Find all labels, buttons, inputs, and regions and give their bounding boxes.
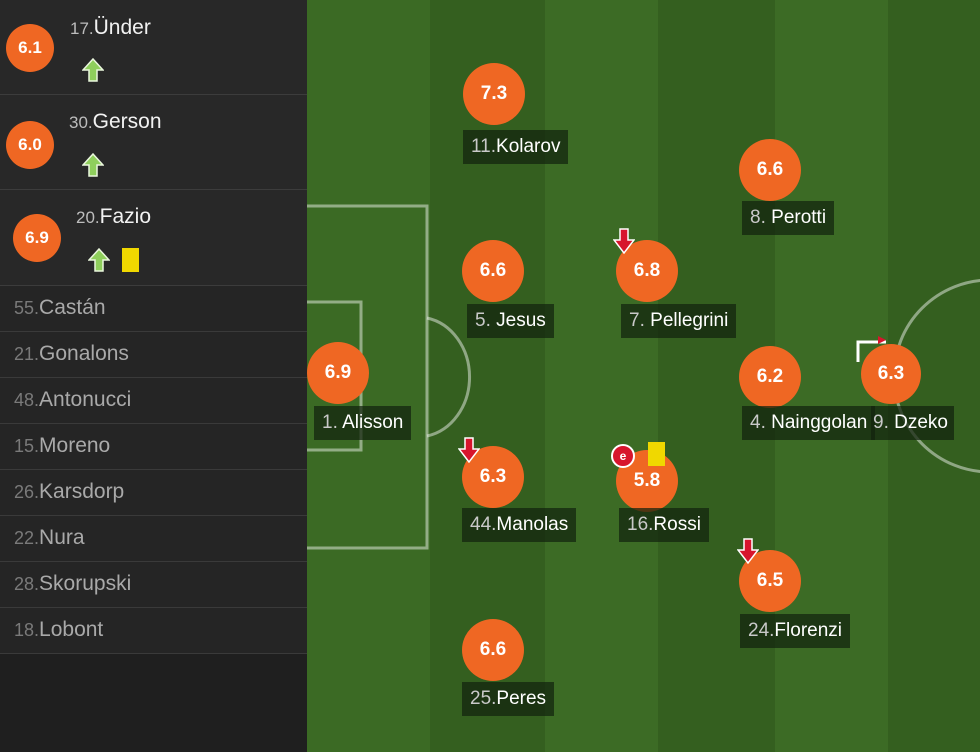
player-name: Perotti — [771, 207, 827, 228]
player-name: Skorupski — [39, 572, 132, 595]
down-arrow-icon — [613, 228, 635, 254]
substitute-row[interactable]: 6.0 30.Gerson — [0, 95, 307, 190]
player-number: 48. — [14, 390, 40, 410]
player-number: 30. — [69, 113, 93, 132]
player-rating-badge: 6.2 — [739, 346, 801, 408]
bench-row[interactable]: 18.Lobont — [0, 608, 307, 654]
player-name: Rossi — [653, 514, 701, 535]
player-rating-badge: 6.0 — [6, 121, 54, 169]
player-name: Gerson — [92, 110, 162, 133]
player-name: Manolas — [496, 514, 569, 535]
player-number: 1. — [322, 412, 338, 433]
player-number: 28. — [14, 574, 40, 594]
player-number: 21. — [14, 344, 40, 364]
own-goal-icon: e — [611, 444, 635, 468]
down-arrow-icon — [737, 538, 759, 564]
player-name: Castán — [39, 296, 106, 319]
up-arrow-icon — [82, 153, 104, 177]
player-number: 26. — [14, 482, 40, 502]
player-name: Kolarov — [496, 136, 561, 157]
player-rating-badge: 7.3 — [463, 63, 525, 125]
player-number: 15. — [14, 436, 40, 456]
substitute-row[interactable]: 6.9 20.Fazio — [0, 190, 307, 286]
bench-row[interactable]: 55.Castán — [0, 286, 307, 332]
corner-flag-icon — [856, 336, 886, 362]
player-number: 25. — [470, 688, 497, 709]
player-number: 22. — [14, 528, 40, 548]
player-name: Nainggolan — [771, 412, 868, 433]
player-name: Alisson — [342, 412, 404, 433]
player-name: Gonalons — [39, 342, 129, 365]
player-name: Florenzi — [774, 620, 842, 641]
player-number: 8. — [750, 207, 766, 228]
player-number: 20. — [76, 208, 100, 227]
substitute-row[interactable]: 6.1 17.Ünder — [0, 0, 307, 95]
player-number: 16. — [627, 514, 654, 535]
player-name: Dzeko — [894, 412, 948, 433]
up-arrow-icon — [82, 58, 104, 82]
player-number: 4. — [750, 412, 766, 433]
player-rating-badge: 6.9 — [13, 214, 61, 262]
player-number: 11. — [471, 136, 497, 157]
player-name: Lobont — [39, 618, 104, 641]
substitutes-panel: 6.1 17.Ünder 6.0 30.Gerson 6.9 20.Fazio … — [0, 0, 307, 752]
player-rating-badge: 6.6 — [462, 619, 524, 681]
player-rating-badge: 6.9 — [307, 342, 369, 404]
player-number: 55. — [14, 298, 40, 318]
player-name: Jesus — [496, 310, 546, 331]
player-number: 7. — [629, 310, 645, 331]
player-name: Moreno — [39, 434, 111, 457]
player-rating-badge: 6.6 — [739, 139, 801, 201]
player-name: Nura — [39, 526, 85, 549]
bench-row[interactable]: 15.Moreno — [0, 424, 307, 470]
player-name: Fazio — [99, 205, 151, 228]
bench-row[interactable]: 22.Nura — [0, 516, 307, 562]
player-rating-badge: 6.1 — [6, 24, 54, 72]
player-number: 24. — [748, 620, 775, 641]
bench-row[interactable]: 48.Antonucci — [0, 378, 307, 424]
player-name: Ünder — [93, 16, 151, 39]
player-name: Peres — [496, 688, 547, 709]
down-arrow-icon — [458, 437, 480, 463]
bench-row[interactable]: 26.Karsdorp — [0, 470, 307, 516]
yellow-card-icon — [648, 442, 665, 466]
yellow-card-icon — [122, 248, 139, 272]
player-number: 17. — [70, 19, 94, 38]
up-arrow-icon — [88, 248, 110, 272]
bench-row[interactable]: 21.Gonalons — [0, 332, 307, 378]
player-number: 44. — [470, 514, 497, 535]
bench-row[interactable]: 28.Skorupski — [0, 562, 307, 608]
player-number: 9. — [873, 412, 889, 433]
pitch: 6.9 1. Alisson 7.3 11.Kolarov 6.6 5. Jes… — [307, 0, 980, 752]
player-number: 18. — [14, 620, 40, 640]
player-rating-badge: 6.6 — [462, 240, 524, 302]
player-name: Pellegrini — [650, 310, 729, 331]
player-name: Antonucci — [39, 388, 132, 411]
player-number: 5. — [475, 310, 491, 331]
player-rating-badge: 6.3 — [861, 344, 921, 404]
player-name: Karsdorp — [39, 480, 125, 503]
